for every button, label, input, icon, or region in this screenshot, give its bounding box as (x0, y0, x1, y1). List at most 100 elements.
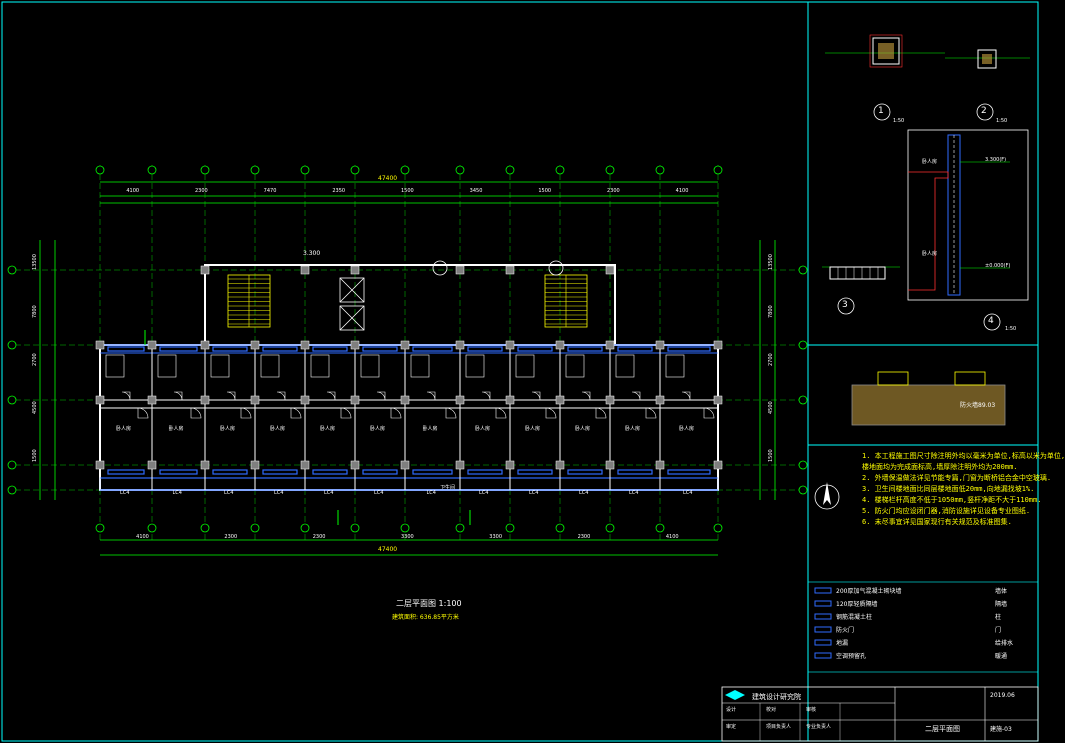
window (362, 469, 398, 475)
axis-bubble (400, 523, 410, 533)
structural-column (713, 395, 723, 405)
window (517, 346, 553, 352)
axis-bubble (455, 523, 465, 533)
room-label: 卧人房 (422, 426, 438, 432)
axis-bubble (7, 485, 17, 495)
bathroom (465, 354, 485, 378)
bathroom (615, 354, 635, 378)
legend-note: 墙体 (995, 588, 1008, 595)
bathroom (360, 354, 380, 378)
floor-plan (7, 165, 808, 556)
door-swing (290, 407, 302, 419)
structural-column (555, 340, 565, 350)
legend-note: 柱 (995, 614, 1002, 621)
door-swing (326, 391, 336, 401)
dimension-text: 3300 (401, 534, 414, 540)
door-swing (137, 407, 149, 419)
structural-column (200, 460, 210, 470)
detail-3-number: 3 (842, 300, 848, 310)
window (412, 469, 453, 475)
floor-area-text: 建筑面积: 636.85平方米 (392, 614, 459, 621)
structural-column (605, 340, 615, 350)
dimension-text: 13500 (768, 254, 774, 270)
window (467, 346, 503, 352)
beam-label: 防火墙89.03 (960, 402, 996, 409)
structural-column (455, 395, 465, 405)
axis-bubble (7, 395, 17, 405)
legend-note: 隔墙 (995, 601, 1008, 608)
door-swing (481, 391, 491, 401)
structural-column (95, 395, 105, 405)
structural-column (300, 265, 310, 275)
dimension-text: 7470 (263, 188, 277, 194)
structural-column (605, 265, 615, 275)
structural-column (400, 460, 410, 470)
axis-bubble (250, 165, 260, 175)
detail-4-scale: 1:50 (1005, 326, 1017, 332)
legend-label: 200厚加气混凝土砌块墙 (836, 588, 902, 595)
axis-bubble (455, 165, 465, 175)
room-label: 卧人房 (270, 426, 286, 432)
axis-bubble (655, 165, 665, 175)
window (107, 346, 145, 352)
axis-bubble (7, 265, 17, 275)
window (617, 346, 653, 352)
window-label: LC4 (479, 490, 489, 496)
legend-note: 给排水 (995, 640, 1014, 647)
detail-4 (907, 129, 1029, 331)
dimension-text: 4100 (665, 534, 679, 540)
structural-column (455, 460, 465, 470)
structural-column (505, 460, 515, 470)
structural-column (250, 340, 260, 350)
room-label: 卧人房 (320, 426, 336, 432)
title-block-field: 审核 (806, 707, 817, 713)
structural-column (300, 395, 310, 405)
dimension-text: 4100 (675, 188, 689, 194)
top-dimension-lines (100, 181, 718, 204)
door-swing (276, 391, 286, 401)
detail-2 (945, 49, 1030, 121)
structural-column (455, 340, 465, 350)
bathroom (157, 354, 177, 378)
title-block-field: 校对 (766, 707, 777, 713)
axis-bubble (147, 523, 157, 533)
total-dimension-bottom: 47400 (378, 546, 398, 553)
window (517, 469, 553, 475)
door-swing (121, 391, 131, 401)
window (617, 469, 653, 475)
legend-label: 防火门 (836, 627, 855, 634)
structural-column (713, 340, 723, 350)
structural-column (605, 395, 615, 405)
axis-bubble (505, 523, 515, 533)
legend-symbol (814, 639, 832, 646)
dimension-text: 1500 (32, 449, 38, 462)
window-label: LC4 (120, 490, 130, 496)
axis-bubble (250, 523, 260, 533)
door-swing (240, 407, 252, 419)
window-label: LC4 (274, 490, 284, 496)
dimension-text: 2300 (607, 188, 620, 194)
axis-bubble (798, 395, 808, 405)
door-swing (190, 407, 202, 419)
structural-column (455, 265, 465, 275)
window (567, 469, 603, 475)
detail-3 (822, 266, 900, 315)
window-label: LC4 (172, 490, 182, 496)
window (107, 469, 145, 475)
axis-bubble (300, 165, 310, 175)
legend-symbol (814, 587, 832, 594)
room-label: 卧人房 (625, 426, 641, 432)
dimension-text: 2300 (312, 534, 326, 540)
legend-label: 120厚轻质隔墙 (836, 601, 878, 608)
dimension-text: 2300 (195, 188, 208, 194)
door-swing (376, 391, 386, 401)
structural-column (200, 340, 210, 350)
legend-note: 暖通 (995, 653, 1008, 660)
wall-section-detail (851, 371, 1006, 426)
structural-column (505, 265, 515, 275)
legend-note: 门 (995, 627, 1002, 634)
plan-title: 二层平面图 1:100 (396, 599, 462, 608)
axis-bubble (147, 165, 157, 175)
structural-column (350, 460, 360, 470)
door-swing (645, 407, 657, 419)
